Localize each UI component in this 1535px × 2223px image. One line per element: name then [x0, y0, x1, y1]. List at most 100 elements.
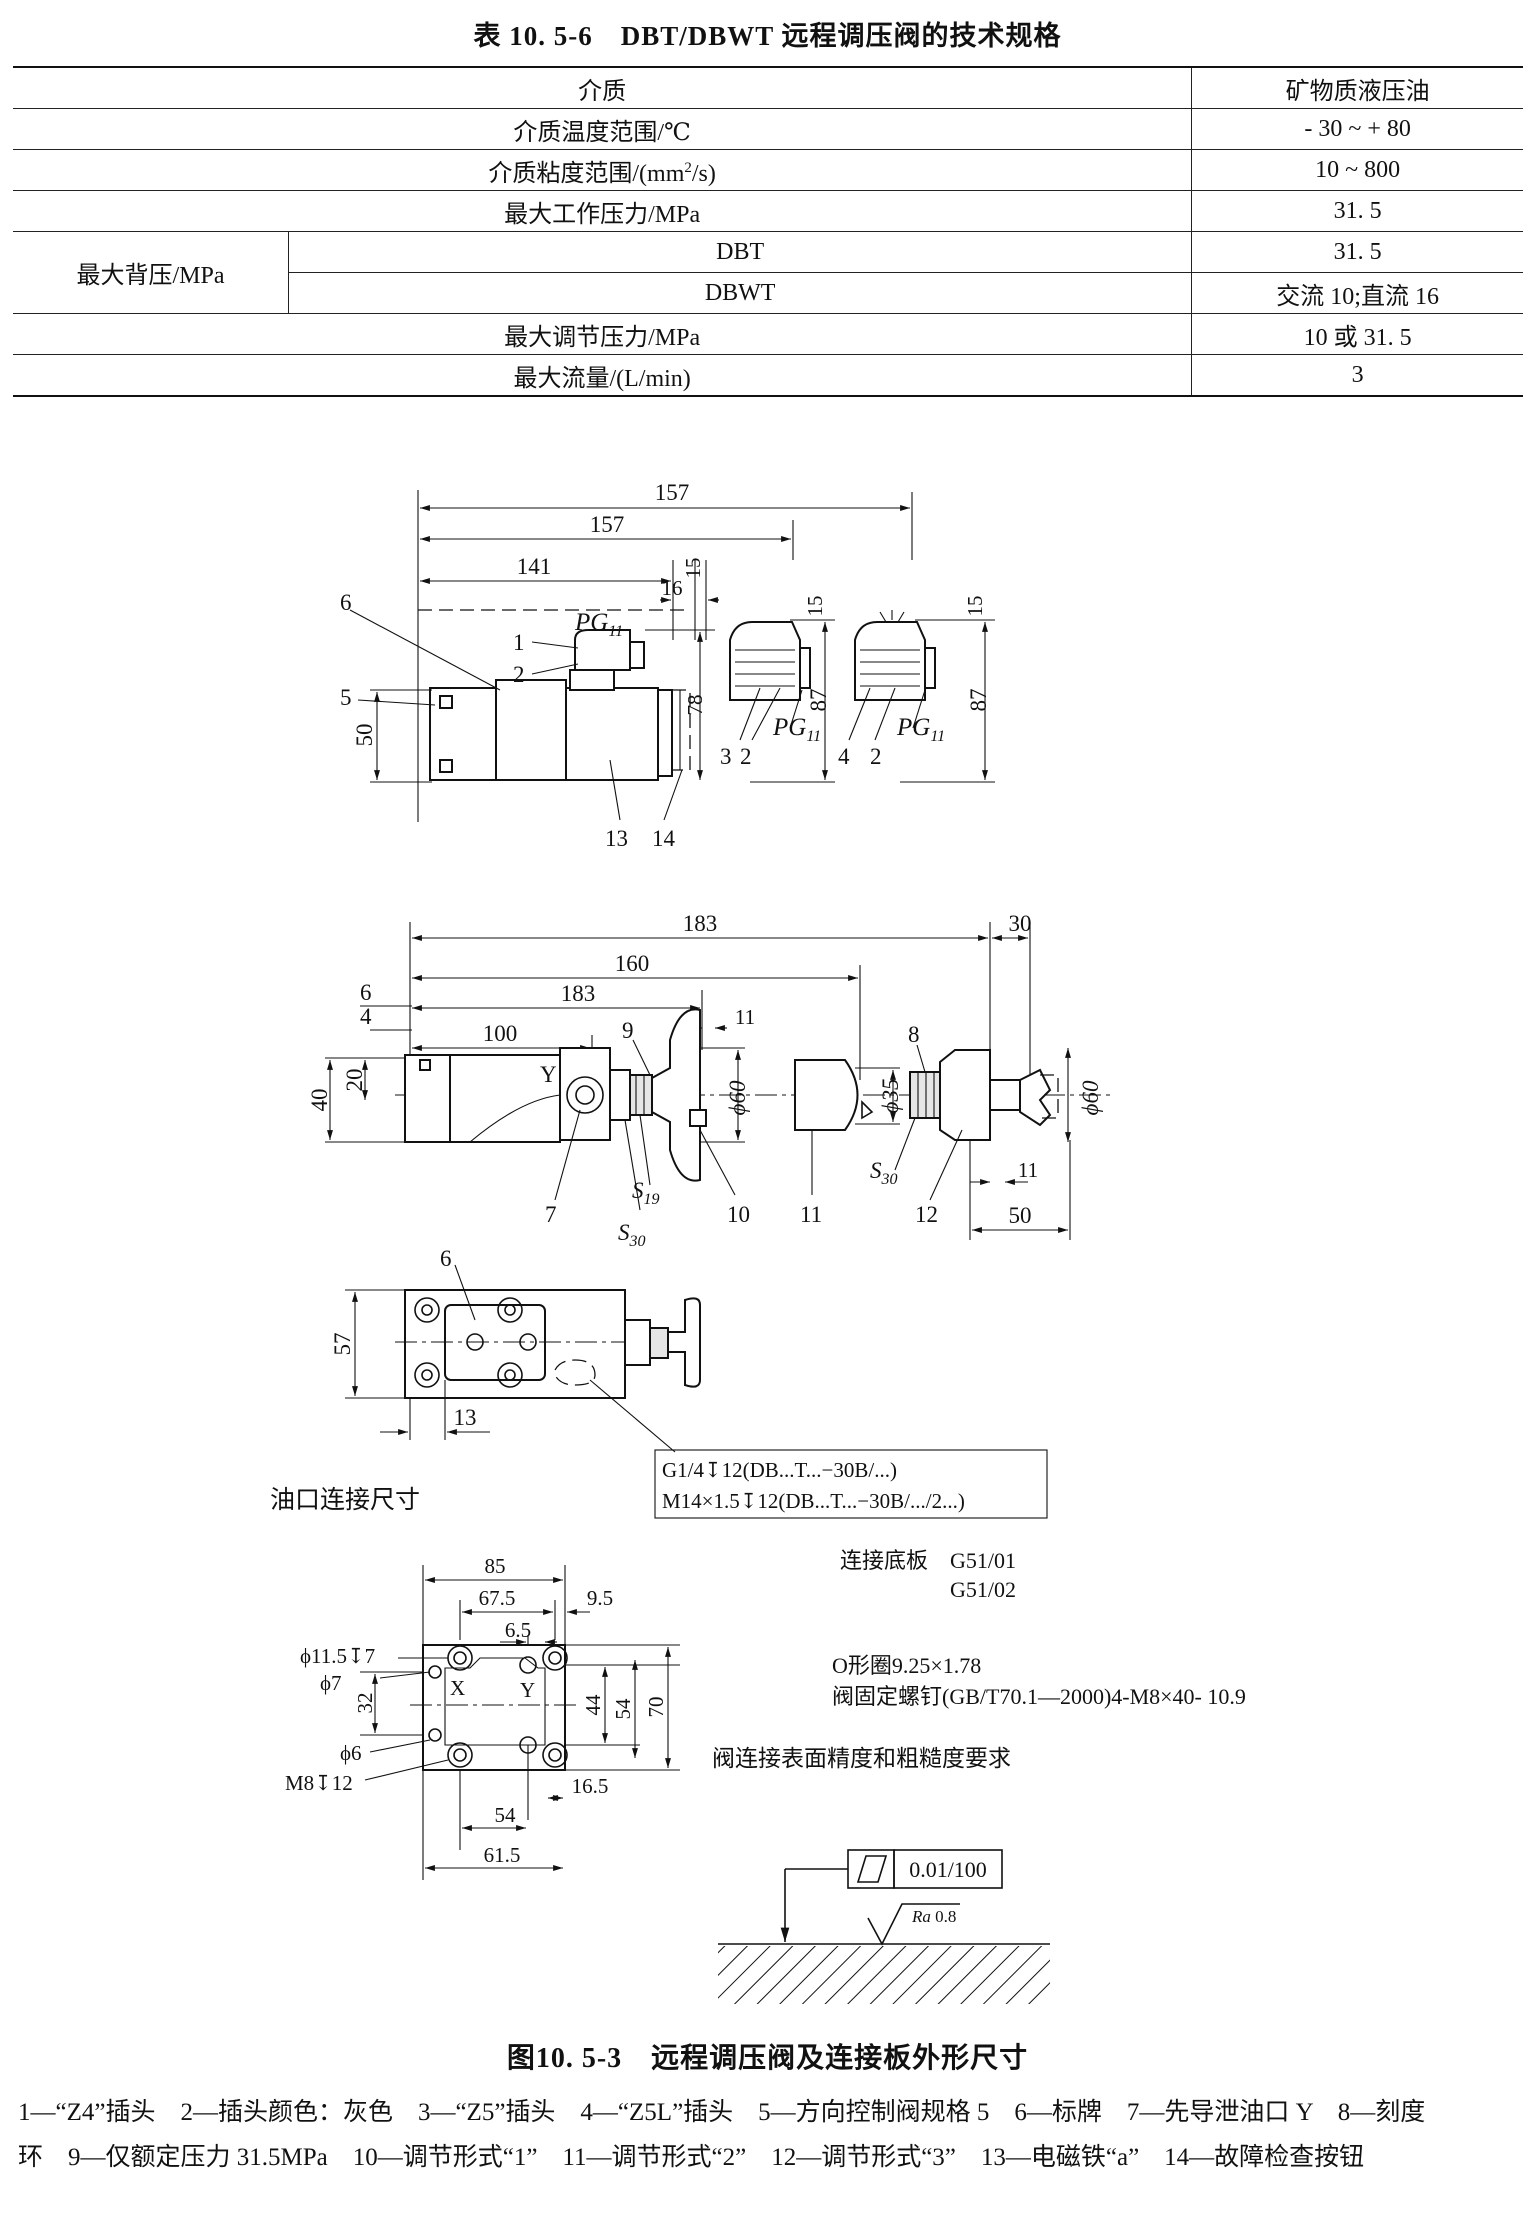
- dim-plate: 70: [644, 1697, 668, 1718]
- plate-outline: [422, 1644, 566, 1771]
- view-connection-plate: 85 67.5 9.5 6.5 X Y ϕ11.5↧7 ϕ7 ϕ6 M8↧12 …: [285, 1554, 680, 1880]
- dim-length: 11: [735, 1005, 755, 1029]
- dim-length: 16: [662, 576, 683, 600]
- valve-body-plan: [449, 1054, 561, 1143]
- dim-length: 160: [615, 951, 650, 976]
- dim-plate: 44: [581, 1694, 605, 1716]
- row-value: 31. 5: [1191, 190, 1523, 232]
- callout-1: 1: [513, 630, 525, 655]
- dim-height: 40: [307, 1089, 332, 1112]
- view-plan: 183 30 160 183 100 11 6 4 40 20 Y: [307, 911, 1110, 1250]
- hole-callout: ϕ11.5↧7: [300, 1644, 375, 1668]
- dim-width: 57: [330, 1333, 355, 1356]
- dim-plate: 85: [485, 1554, 506, 1578]
- callout-5: 5: [340, 685, 352, 710]
- row-value: 矿物质液压油: [1191, 66, 1523, 109]
- hatched-surface: [718, 1946, 1050, 2004]
- dim-plate: 61.5: [484, 1843, 521, 1867]
- legend-line: 1—“Z4”插头 2—插头颜色：灰色 3—“Z5”插头 4—“Z5L”插头 5—…: [18, 2099, 1426, 2126]
- dim-diameter: ϕ60: [725, 1080, 750, 1115]
- adjuster-type-3: [939, 1049, 991, 1141]
- solenoid-a: [565, 687, 659, 781]
- drain-port-y: [566, 1076, 604, 1114]
- pg-label: PG11: [772, 714, 821, 745]
- dim-height: 87: [966, 689, 991, 712]
- dim-height: 50: [352, 724, 377, 747]
- port-note-box: [654, 1449, 1048, 1519]
- table-row: 介质 矿物质液压油: [13, 66, 1523, 109]
- dim-height: 78: [683, 695, 707, 716]
- figure-legend: 1—“Z4”插头 2—插头颜色：灰色 3—“Z5”插头 4—“Z5L”插头 5—…: [18, 2090, 1523, 2180]
- wrench-size: S19: [632, 1178, 660, 1208]
- plug-z4: [574, 629, 631, 671]
- row-label: 最大背压/MPa: [13, 231, 289, 314]
- dim-length: 183: [561, 981, 596, 1006]
- surface-note: 阀连接表面精度和粗糙度要求: [712, 1746, 1011, 1771]
- dim-length: 157: [590, 512, 625, 537]
- base-plate-label: 连接底板: [840, 1548, 928, 1573]
- screw-note: 阀固定螺钉(GB/T70.1—2000)4-M8×40- 10.9: [832, 1684, 1246, 1709]
- row-value: - 30 ~ + 80: [1191, 108, 1523, 150]
- row-label: 最大调节压力/MPa: [13, 313, 1193, 355]
- spec-table: 介质 矿物质液压油 介质温度范围/℃ - 30 ~ + 80 介质粘度范围/(m…: [13, 66, 1523, 397]
- row-sublabel: DBT: [288, 231, 1193, 273]
- callout-4: 4: [838, 744, 850, 769]
- port-note: M14×1.5↧12(DB...T...−30B/.../2...): [662, 1489, 965, 1513]
- table-row: 最大调节压力/MPa 10 或 31. 5: [13, 313, 1523, 355]
- figure-title: 图10. 5-3 远程调压阀及连接板外形尺寸: [506, 2043, 1029, 2074]
- hole-callout: ϕ6: [340, 1741, 362, 1765]
- oring-note: O形圈9.25×1.78: [832, 1653, 981, 1678]
- port-note: G1/4↧12(DB...T...−30B/...): [662, 1458, 897, 1482]
- plate-notes: 连接底板 G51/01 G51/02 O形圈9.25×1.78 阀固定螺钉(GB…: [712, 1548, 1246, 1771]
- pg-label: PG11: [896, 714, 945, 745]
- table-row: 最大背压/MPa DBT 31. 5: [13, 231, 1523, 314]
- row-label: 最大流量/(L/min): [13, 354, 1193, 397]
- dim-plate: 6.5: [505, 1618, 531, 1642]
- callout-3: 3: [720, 744, 732, 769]
- table-row: 最大流量/(L/min) 3: [13, 354, 1523, 397]
- callout-9: 9: [622, 1018, 634, 1043]
- roughness-ra: Ra 0.8: [911, 1907, 956, 1926]
- dim-length: 4: [360, 1004, 372, 1029]
- flatness-value: 0.01/100: [909, 1857, 987, 1882]
- dim-length: 183: [683, 911, 718, 936]
- row-label: 介质粘度范围/(mm2/s): [13, 149, 1193, 191]
- dim-length: 6: [360, 980, 372, 1005]
- pg-label: PG11: [574, 609, 623, 640]
- table-title: 表 10. 5-6 DBT/DBWT 远程调压阀的技术规格: [473, 21, 1062, 51]
- legend-line: 环 9—仅额定压力 31.5MPa 10—调节形式“1” 11—调节形式“2” …: [18, 2144, 1365, 2171]
- dim-overall-length: 157: [655, 480, 690, 505]
- row-value: 31. 5: [1191, 231, 1523, 273]
- callout-6: 6: [340, 590, 352, 615]
- lock-nut: [629, 1074, 653, 1116]
- adjuster-type-1: [651, 1008, 701, 1182]
- callout-8: 8: [908, 1022, 920, 1047]
- dim-plate: 16.5: [572, 1774, 609, 1798]
- row-sublabel: DBWT: [288, 272, 1193, 314]
- row-label: 最大工作压力/MPa: [13, 190, 1193, 232]
- callout-12: 12: [915, 1202, 938, 1227]
- base-plate-model: G51/01: [950, 1548, 1016, 1573]
- dim-length: 50: [1009, 1203, 1032, 1228]
- row-value: 10 ~ 800: [1191, 149, 1523, 191]
- callout-13: 13: [605, 826, 628, 851]
- view-side-elevation: 157 157 141 16 15 15 15 50 78: [340, 480, 995, 851]
- callout-2: 2: [870, 744, 882, 769]
- wrench-size: S30: [870, 1158, 898, 1188]
- plug-z5: [729, 621, 801, 701]
- table-row: 介质温度范围/℃ - 30 ~ + 80: [13, 108, 1523, 150]
- callout-14: 14: [652, 826, 676, 851]
- port-x-label: X: [450, 1676, 465, 1700]
- dim-diameter: ϕ60: [1078, 1080, 1103, 1115]
- wrench-size: S30: [618, 1220, 646, 1250]
- dim-offset: 15: [803, 596, 827, 617]
- port-y-label: Y: [540, 1062, 557, 1087]
- dim-length: 30: [1009, 911, 1032, 936]
- dim-length: 13: [454, 1405, 477, 1430]
- adjuster-type-2: [794, 1059, 859, 1131]
- row-label: 介质: [13, 66, 1193, 109]
- row-value: 3: [1191, 354, 1523, 397]
- callout-2: 2: [513, 662, 525, 687]
- plug-z5l: [854, 621, 926, 701]
